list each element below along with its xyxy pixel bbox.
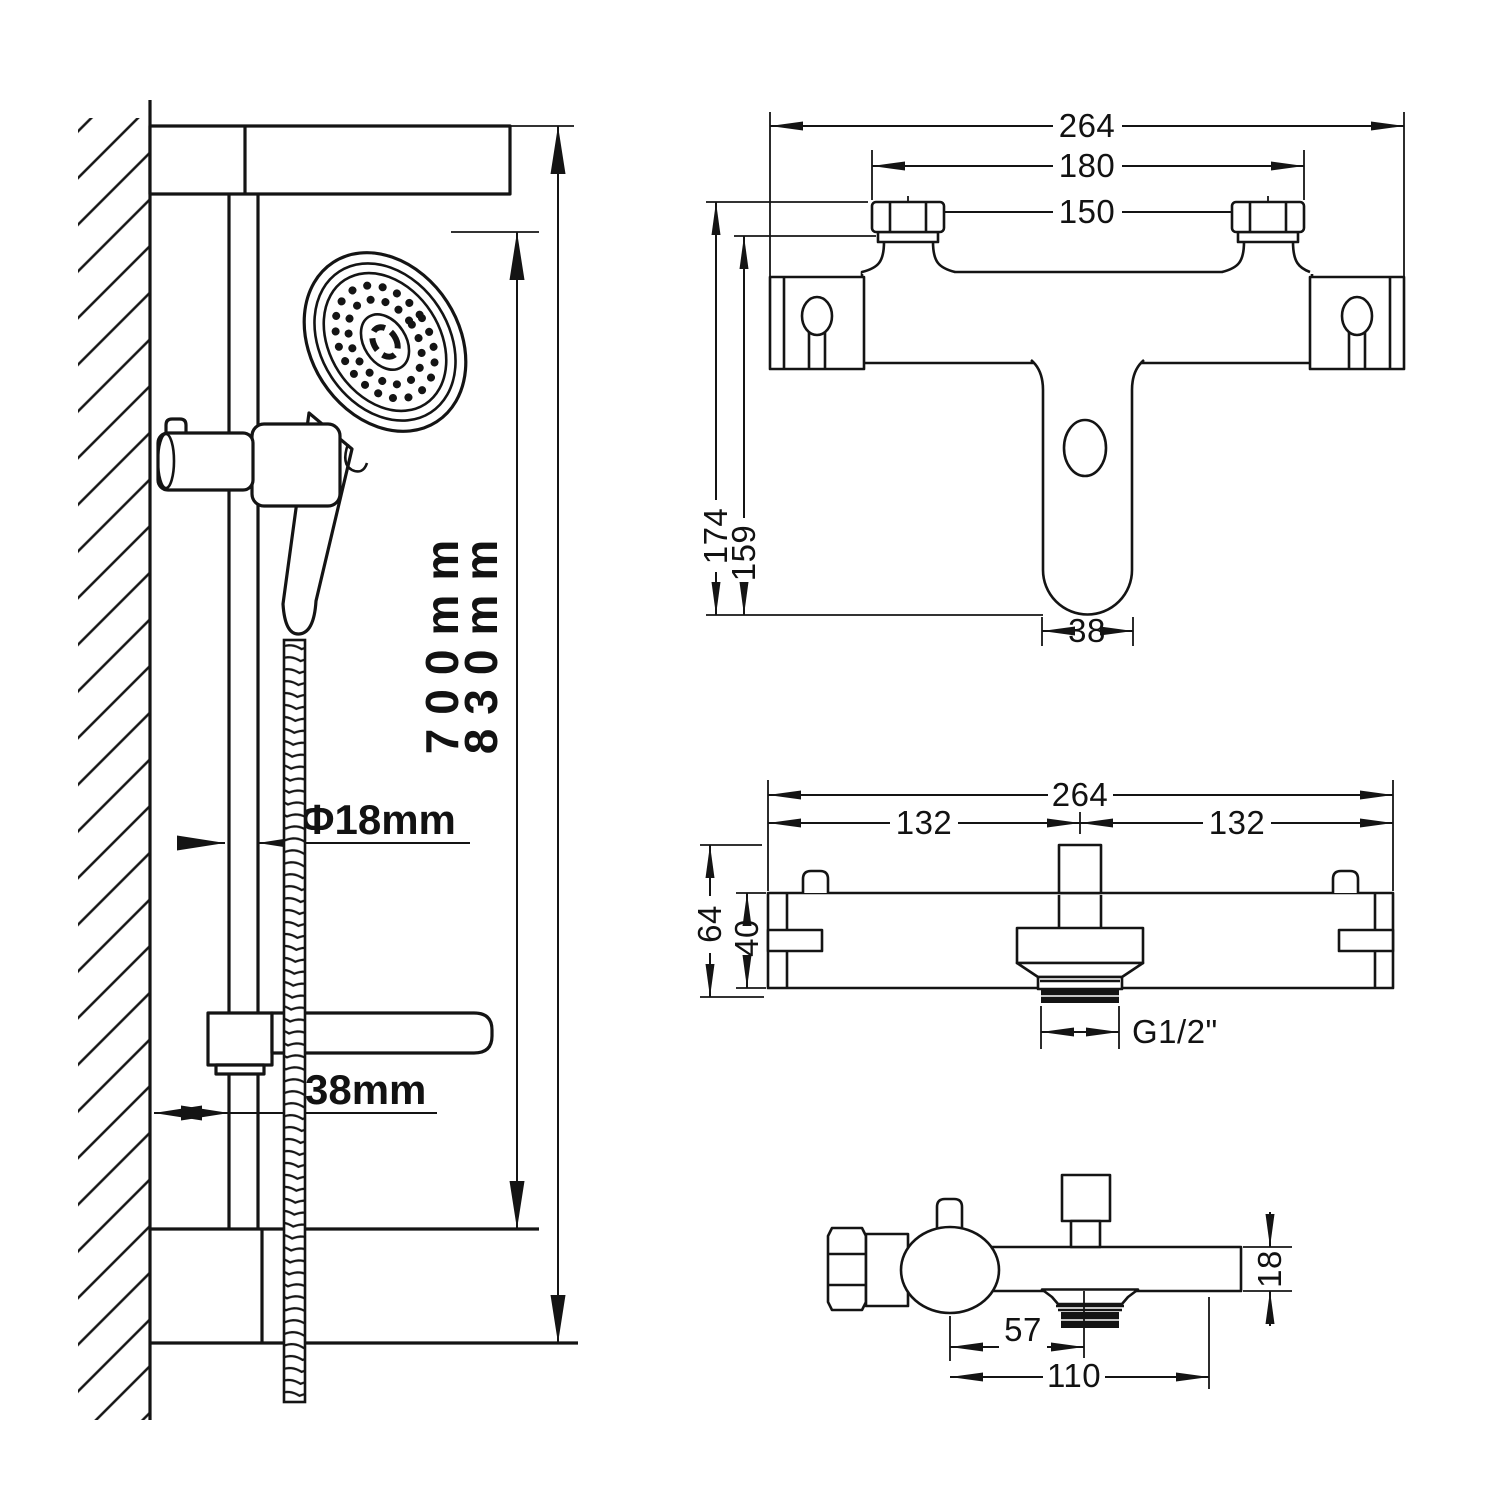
front-dim-150: 150 bbox=[1059, 193, 1116, 230]
dim-total-height: 830mm bbox=[455, 526, 507, 755]
slider-block bbox=[206, 1011, 274, 1067]
soap-shelf bbox=[270, 1011, 494, 1055]
dim-rail-diameter: Φ18mm bbox=[300, 796, 456, 843]
top-dim-thread: G1/2" bbox=[1132, 1013, 1218, 1050]
top-dim-264: 264 bbox=[1052, 776, 1109, 813]
temp-knob-pin bbox=[935, 1197, 964, 1232]
valve-top-view: 264 132 132 G1/2" 64 40 bbox=[691, 776, 1395, 1050]
dim-rail-height: 700mm bbox=[416, 526, 468, 755]
right-bracket-slot bbox=[1337, 928, 1395, 953]
diverter-knob-side bbox=[1060, 1173, 1112, 1223]
top-dim-132-left: 132 bbox=[896, 804, 953, 841]
spray-nozzles-outer bbox=[331, 281, 439, 403]
temp-knob-side bbox=[899, 1225, 1001, 1315]
top-dim-132-right: 132 bbox=[1209, 804, 1266, 841]
spray-nozzles-mid bbox=[344, 295, 426, 389]
rail-bottom-bracket bbox=[150, 1227, 578, 1345]
top-dim-64: 64 bbox=[691, 905, 728, 943]
side-dim-110: 110 bbox=[1047, 1357, 1101, 1394]
right-bracket-screw bbox=[1331, 869, 1360, 893]
top-dim-40: 40 bbox=[728, 919, 765, 957]
outlet-block bbox=[1015, 926, 1145, 965]
rail-dimensions: Φ18mm 38mm 700mm 830mm bbox=[154, 126, 566, 1343]
front-dim-159: 159 bbox=[725, 525, 762, 582]
handset-holder-clamp bbox=[250, 422, 342, 508]
wall-hatching bbox=[78, 118, 150, 1420]
outlet-tube-hole bbox=[1062, 418, 1108, 478]
left-inlet-nut bbox=[861, 200, 956, 274]
outlet-shoulder-side bbox=[1040, 1288, 1140, 1306]
rail-top-bracket bbox=[148, 124, 512, 196]
handset-hook bbox=[343, 443, 369, 473]
shower-hose bbox=[282, 638, 307, 1404]
valve-body-front bbox=[860, 270, 1314, 365]
right-inlet-nut bbox=[1221, 200, 1315, 274]
front-dim-174: 174 bbox=[697, 508, 734, 565]
shower-head bbox=[302, 251, 468, 433]
inlet-nut-side bbox=[826, 1226, 868, 1312]
diverter-stem-top bbox=[1057, 843, 1103, 895]
valve-side-view: 57 110 18 bbox=[826, 1173, 1292, 1394]
spray-center bbox=[369, 324, 401, 360]
holder-pin bbox=[164, 417, 188, 433]
valve-front-view: 264 180 150 bbox=[697, 107, 1406, 649]
front-dim-38: 38 bbox=[1068, 612, 1106, 649]
side-dim-57: 57 bbox=[1004, 1311, 1042, 1348]
outlet-tube-front bbox=[1030, 359, 1145, 616]
front-dim-180: 180 bbox=[1059, 147, 1116, 184]
dim-wall-offset: 38mm bbox=[305, 1066, 426, 1113]
left-wall-bracket bbox=[768, 275, 866, 371]
left-bracket-slot bbox=[766, 928, 824, 953]
left-bracket-screw bbox=[801, 869, 830, 893]
rail-elevation-figure: Φ18mm 38mm 700mm 830mm bbox=[78, 100, 578, 1420]
side-dim-18: 18 bbox=[1251, 1250, 1288, 1288]
front-dim-264: 264 bbox=[1059, 107, 1116, 144]
right-wall-bracket bbox=[1308, 275, 1406, 371]
